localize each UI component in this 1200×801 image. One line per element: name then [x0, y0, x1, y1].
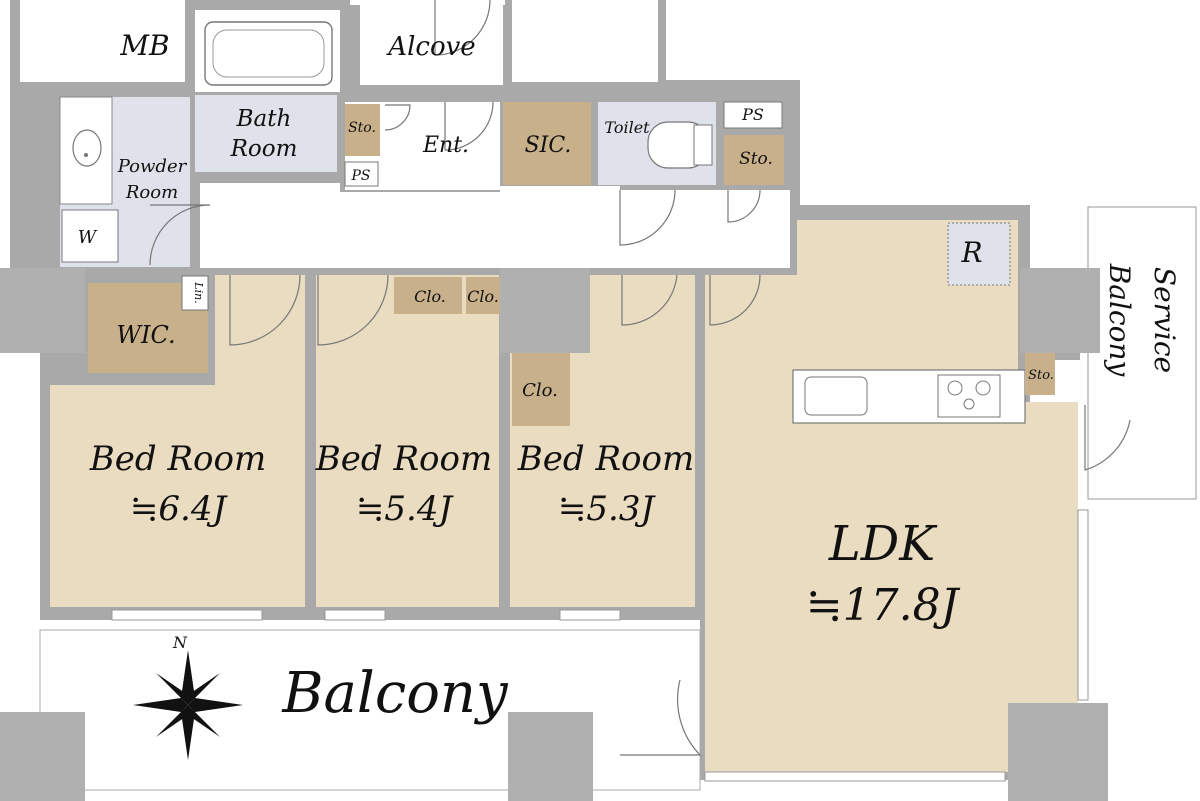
bed-room-1-floor — [50, 275, 305, 607]
sic-room — [503, 102, 591, 185]
washbasin-counter — [59, 96, 113, 205]
bed2-name-label: Bed Room — [315, 439, 492, 479]
north-label: N — [172, 633, 188, 652]
clo-b-box — [466, 277, 500, 314]
bed2-size-label: ≒5.4J — [356, 489, 455, 529]
upper-right-room — [512, 0, 658, 82]
sto-kitchen-box — [1025, 353, 1055, 395]
columns — [0, 268, 1108, 801]
service-balcony-label-2: Balcony — [1103, 263, 1136, 378]
linen-box — [181, 275, 209, 311]
sto-entrance-label: Sto. — [348, 120, 376, 136]
alcove-room — [360, 0, 503, 85]
clo-a-box — [394, 277, 462, 314]
washbasin-icon — [72, 129, 102, 167]
sto-entrance-box — [345, 104, 380, 156]
mb-label: MB — [119, 29, 169, 62]
sto-toilet-box — [724, 135, 784, 185]
bath-label-2: Room — [230, 136, 298, 162]
ps-entrance-box — [344, 161, 379, 187]
toilet-label: Toilet — [604, 118, 650, 137]
refrigerator-label: R — [960, 236, 982, 269]
entrance-label: Ent. — [422, 133, 469, 158]
windows — [111, 509, 1089, 782]
wic-label: WIC. — [116, 321, 175, 349]
bath-room — [195, 95, 337, 172]
room-labels: MB Alcove Bath Room Powder Room W Sto. P… — [78, 29, 1181, 726]
bed-room-2-floor — [316, 275, 499, 607]
bed1-size-label: ≒6.4J — [130, 489, 229, 529]
bed3-size-label: ≒5.3J — [558, 489, 657, 529]
sto-toilet-label: Sto. — [739, 149, 773, 169]
powder-label-1: Powder — [117, 156, 188, 177]
ldk-floor — [705, 220, 1078, 772]
bath-label-1: Bath — [236, 106, 292, 132]
ldk-size-label: ≒17.8J — [806, 580, 961, 631]
service-balcony-label-1: Service — [1148, 267, 1181, 373]
refrigerator-box — [947, 222, 1011, 286]
clo-c-box — [512, 352, 570, 426]
ps-toilet-box — [723, 101, 783, 129]
linen-label: Lin. — [192, 281, 205, 303]
sic-label: SIC. — [525, 133, 572, 158]
powder-label-2: Room — [125, 182, 178, 203]
mb-room — [20, 0, 185, 82]
ldk-name-label: LDK — [828, 516, 938, 572]
bed1-name-label: Bed Room — [89, 439, 266, 479]
floor-areas — [20, 0, 1197, 791]
ps-toilet-label: PS — [741, 105, 764, 124]
washer-space — [61, 209, 119, 263]
sink-icon — [804, 376, 868, 416]
bed3-name-label: Bed Room — [517, 439, 694, 479]
clo-a-label: Clo. — [414, 287, 446, 306]
balcony-label: Balcony — [281, 661, 509, 726]
stove-icon — [937, 374, 1001, 418]
corridor — [200, 183, 790, 268]
clo-c-label: Clo. — [522, 380, 558, 401]
north-compass-icon — [133, 650, 243, 760]
ps-entrance-label: PS — [350, 168, 370, 184]
sto-kitchen-label: Sto. — [1028, 368, 1054, 383]
bathtub-icon — [204, 21, 333, 86]
service-balcony — [1087, 206, 1197, 500]
alcove-label: Alcove — [386, 32, 475, 62]
washer-label: W — [78, 227, 98, 248]
clo-b-label: Clo. — [467, 287, 499, 306]
doors — [149, 0, 1131, 756]
